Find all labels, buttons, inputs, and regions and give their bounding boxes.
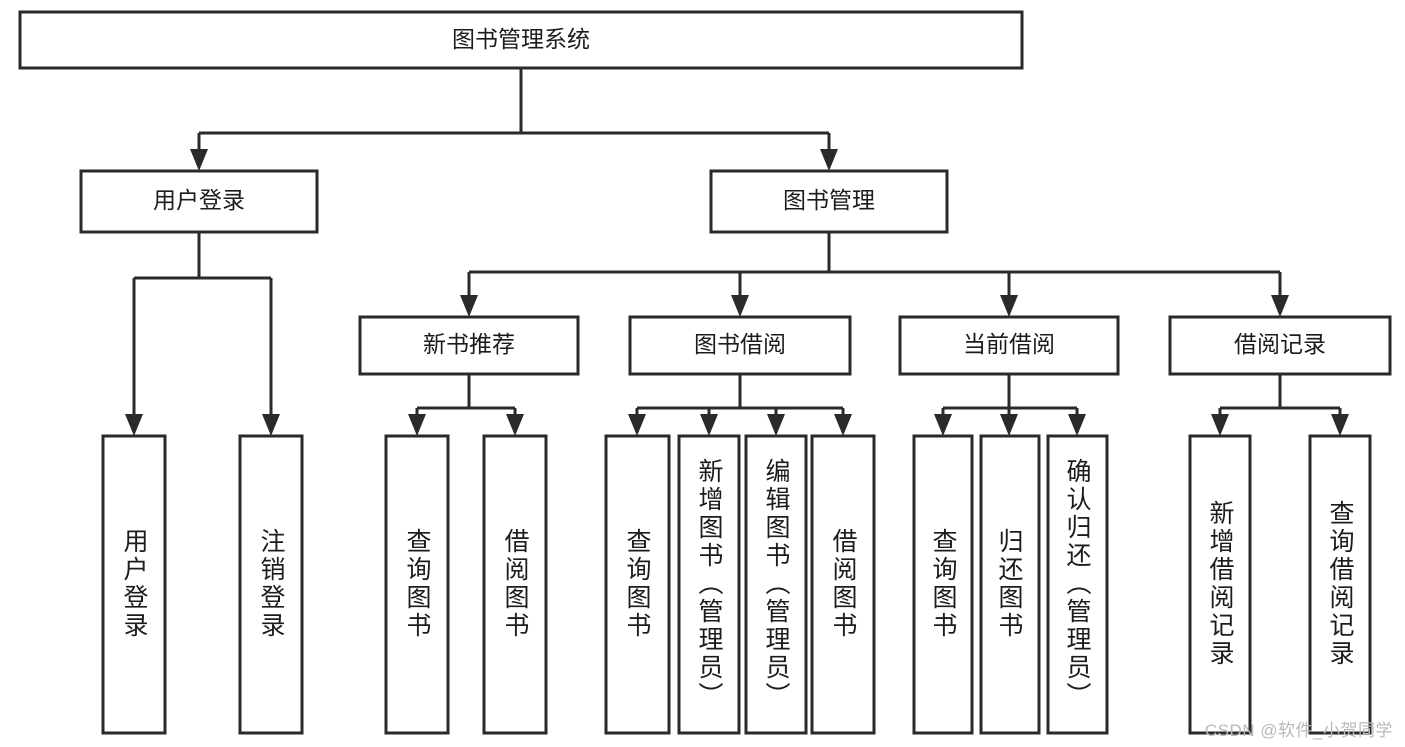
arrow-bookmanage-to-record [1271, 295, 1289, 317]
leaf-node-return-book[interactable]: 归还图书 [979, 434, 1041, 735]
leaf-box-add-borrow-record[interactable] [1188, 434, 1252, 735]
node-label-current-borrow: 当前借阅 [963, 331, 1055, 357]
leaf-node-lend-book[interactable]: 借阅图书 [810, 434, 876, 735]
edge-root-bus [197, 68, 831, 158]
leaf-node-confirm-return-admin[interactable]: 确认归还（管理员） [1046, 434, 1109, 735]
edge-userlogin-bus [132, 232, 273, 423]
arrow-root-to-user-login [190, 149, 208, 171]
node-box-borrow-record[interactable] [1168, 315, 1392, 376]
arrow-newbook-to-borrow [506, 414, 524, 436]
node-label-root: 图书管理系统 [452, 26, 590, 52]
leaf-box-query-borrow-record[interactable] [1308, 434, 1372, 735]
leaf-box-query-book-borrow[interactable] [604, 434, 671, 735]
leaf-node-query-borrow-record[interactable]: 查询借阅记录 [1308, 434, 1372, 735]
leaf-label-query-book-newbook: 查询图书 [403, 528, 432, 640]
node-user-login[interactable]: 用户登录 [79, 169, 319, 234]
leaf-label-lend-book: 借阅图书 [829, 528, 858, 640]
arrow-record-to-query [1331, 414, 1349, 436]
arrow-current-to-confirm [1068, 414, 1086, 436]
node-book-management[interactable]: 图书管理 [709, 169, 949, 234]
arrow-borrow-to-edit [767, 414, 785, 436]
node-root-system[interactable]: 图书管理系统 [18, 10, 1024, 70]
leaf-node-edit-book-admin[interactable]: 编辑图书（管理员） [744, 434, 808, 735]
arrow-current-to-return [1000, 414, 1018, 436]
node-box-root[interactable] [18, 10, 1024, 70]
connector-layer [125, 68, 1349, 436]
leaf-box-query-book-current[interactable] [912, 434, 974, 735]
leaf-box-return-book[interactable] [979, 434, 1041, 735]
node-book-borrow[interactable]: 图书借阅 [628, 315, 852, 376]
leaf-node-add-borrow-record[interactable]: 新增借阅记录 [1188, 434, 1252, 735]
node-current-borrow[interactable]: 当前借阅 [898, 315, 1120, 376]
leaf-box-user-login[interactable] [101, 434, 167, 735]
leaf-label-query-book-borrow: 查询图书 [623, 528, 652, 640]
arrow-userlogin-to-logout [262, 414, 280, 436]
leaf-node-logout[interactable]: 注销登录 [238, 434, 304, 735]
leaf-label-query-borrow-record: 查询借阅记录 [1326, 500, 1355, 668]
node-box-book-management[interactable] [709, 169, 949, 234]
leaf-box-logout[interactable] [238, 434, 304, 735]
leaf-box-confirm-return-admin[interactable] [1046, 434, 1109, 735]
node-box-new-book-recommend[interactable] [358, 315, 580, 376]
leaf-node-borrow-book-newbook[interactable]: 借阅图书 [482, 434, 548, 735]
leaf-label-add-book-admin: 新增图书（管理员） [695, 458, 724, 710]
arrow-root-to-book-manage [820, 149, 838, 171]
leaf-label-return-book: 归还图书 [995, 528, 1024, 640]
arrow-newbook-to-query [408, 414, 426, 436]
arrow-userlogin-to-login [125, 414, 143, 436]
leaf-box-query-book-newbook[interactable] [384, 434, 450, 735]
node-box-user-login[interactable] [79, 169, 319, 234]
leaf-label-logout: 注销登录 [257, 528, 286, 640]
leaf-box-edit-book-admin[interactable] [744, 434, 808, 735]
arrow-bookmanage-to-newbook [460, 295, 478, 317]
leaf-label-add-borrow-record: 新增借阅记录 [1206, 500, 1235, 668]
node-borrow-record[interactable]: 借阅记录 [1168, 315, 1392, 376]
node-label-book-borrow: 图书借阅 [694, 331, 786, 357]
leaf-label-query-book-current: 查询图书 [929, 528, 958, 640]
leaf-node-user-login[interactable]: 用户登录 [101, 434, 167, 735]
node-new-book-recommend[interactable]: 新书推荐 [358, 315, 580, 376]
leaf-box-borrow-book-newbook[interactable] [482, 434, 548, 735]
arrow-borrow-to-query [628, 414, 646, 436]
leaf-node-query-book-borrow[interactable]: 查询图书 [604, 434, 671, 735]
arrow-current-to-query [934, 414, 952, 436]
arrow-bookmanage-to-borrow [731, 295, 749, 317]
leaf-label-edit-book-admin: 编辑图书（管理员） [762, 458, 791, 710]
leaf-label-borrow-book-newbook: 借阅图书 [501, 528, 530, 640]
edge-borrow-bus [635, 374, 845, 423]
node-label-user-login: 用户登录 [153, 187, 245, 213]
leaf-node-add-book-admin[interactable]: 新增图书（管理员） [677, 434, 741, 735]
arrow-bookmanage-to-current [1000, 295, 1018, 317]
arrow-borrow-to-lend [834, 414, 852, 436]
node-box-current-borrow[interactable] [898, 315, 1120, 376]
edge-newbook-bus [415, 374, 517, 423]
leaf-box-add-book-admin[interactable] [677, 434, 741, 735]
node-label-book-management: 图书管理 [783, 187, 875, 213]
leaf-label-user-login: 用户登录 [120, 528, 149, 640]
leaf-node-query-book-newbook[interactable]: 查询图书 [384, 434, 450, 735]
edge-record-bus [1218, 374, 1342, 423]
arrow-record-to-add [1211, 414, 1229, 436]
edge-bookmanage-bus [467, 232, 1282, 304]
node-label-borrow-record: 借阅记录 [1234, 331, 1326, 357]
leaf-box-lend-book[interactable] [810, 434, 876, 735]
leaf-label-confirm-return-admin: 确认归还（管理员） [1063, 458, 1092, 710]
leaf-node-query-book-current[interactable]: 查询图书 [912, 434, 974, 735]
node-label-new-book-recommend: 新书推荐 [423, 331, 515, 357]
arrow-borrow-to-add [700, 414, 718, 436]
node-box-book-borrow[interactable] [628, 315, 852, 376]
